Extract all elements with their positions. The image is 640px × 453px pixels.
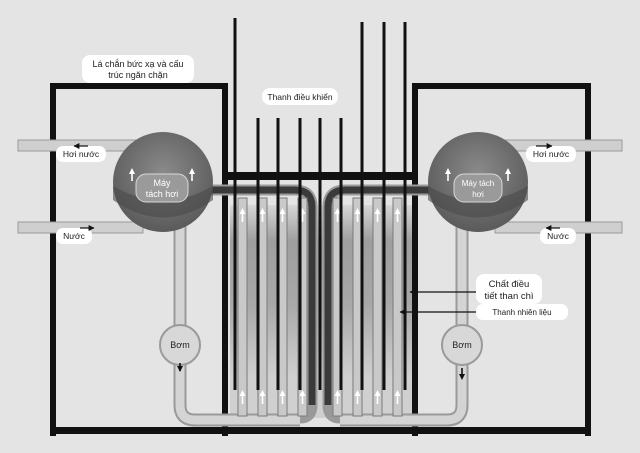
separator-left-label-1: Máy bbox=[153, 178, 171, 188]
control-rods bbox=[233, 18, 407, 390]
pump-left-label: Bơm bbox=[170, 340, 189, 350]
water-left-label-box bbox=[56, 228, 92, 244]
steam-right-label-box bbox=[526, 146, 576, 162]
fuel-channels bbox=[237, 197, 403, 417]
separator-left-label-bg bbox=[135, 173, 189, 203]
water-left-label: Nước bbox=[63, 231, 85, 241]
moderator-label-1: Chất điều bbox=[489, 279, 530, 290]
pump-right: Bơm bbox=[441, 324, 483, 380]
pump-right-label: Bơm bbox=[452, 340, 471, 350]
base-slab bbox=[50, 427, 591, 434]
separator-right-label-bg bbox=[453, 173, 503, 203]
steam-right-label: Hơi nước bbox=[533, 149, 570, 159]
separator-right-label-2: hơi bbox=[472, 190, 484, 199]
flow-arrows-up bbox=[239, 208, 401, 404]
steam-left-label: Hơi nước bbox=[63, 149, 100, 159]
moderator-label-2: tiết than chì bbox=[484, 291, 533, 302]
water-right-label: Nước bbox=[547, 231, 569, 241]
containment-structure-left bbox=[50, 83, 228, 436]
steam-left-label-box bbox=[56, 146, 106, 162]
fuel-rods-label: Thanh nhiên liệu bbox=[492, 308, 551, 317]
pump-left: Bơm bbox=[159, 324, 201, 372]
fuel-rods-label-box bbox=[476, 304, 568, 320]
containment-structure-right bbox=[412, 83, 591, 436]
shield-label-box bbox=[82, 55, 194, 83]
moderator-label-box bbox=[476, 274, 542, 304]
water-right-label-box bbox=[540, 228, 576, 244]
downcomer-left-inner bbox=[175, 225, 300, 425]
riser-pipes-right-inner bbox=[324, 186, 435, 405]
separator-left-label-2: tách hơi bbox=[146, 189, 178, 199]
shield-label-1: Lá chắn bức xạ và cấu bbox=[92, 59, 183, 69]
riser-pipes-left-inner bbox=[205, 186, 316, 405]
control-rods-label-box bbox=[262, 88, 338, 105]
control-rods-label: Thanh điều khiển bbox=[267, 92, 332, 102]
shield-label-2: trúc ngăn chặn bbox=[108, 70, 168, 80]
separator-right-label-1: Máy tách bbox=[462, 179, 494, 188]
